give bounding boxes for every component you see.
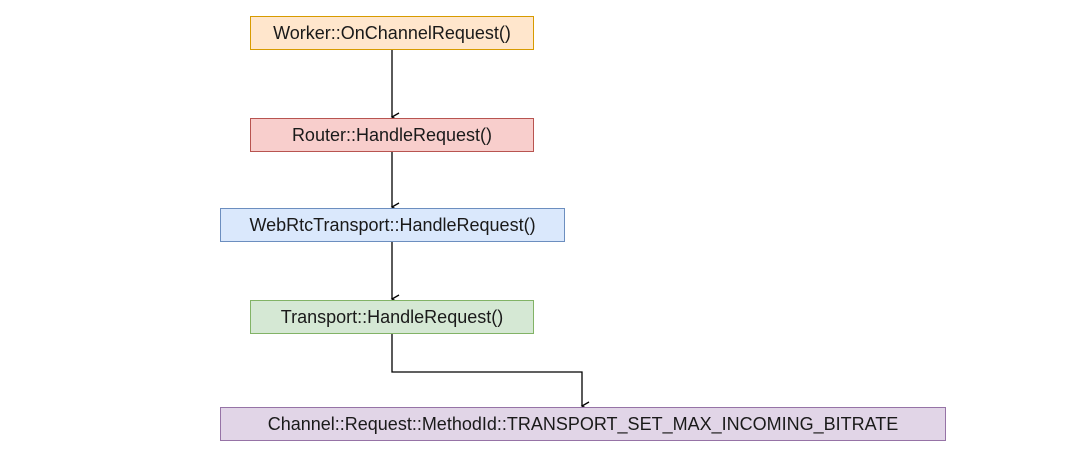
webrtctransport-handlerequest-node: WebRtcTransport::HandleRequest() xyxy=(220,208,565,242)
edge-transport-to-methodid xyxy=(391,334,590,411)
transport-handlerequest-node: Transport::HandleRequest() xyxy=(250,300,534,334)
worker-onchannelrequest-node: Worker::OnChannelRequest() xyxy=(250,16,534,50)
router-handlerequest-node: Router::HandleRequest() xyxy=(250,118,534,152)
methodid-transport-set-max-incoming-bitrate-node: Channel::Request::MethodId::TRANSPORT_SE… xyxy=(220,407,946,441)
